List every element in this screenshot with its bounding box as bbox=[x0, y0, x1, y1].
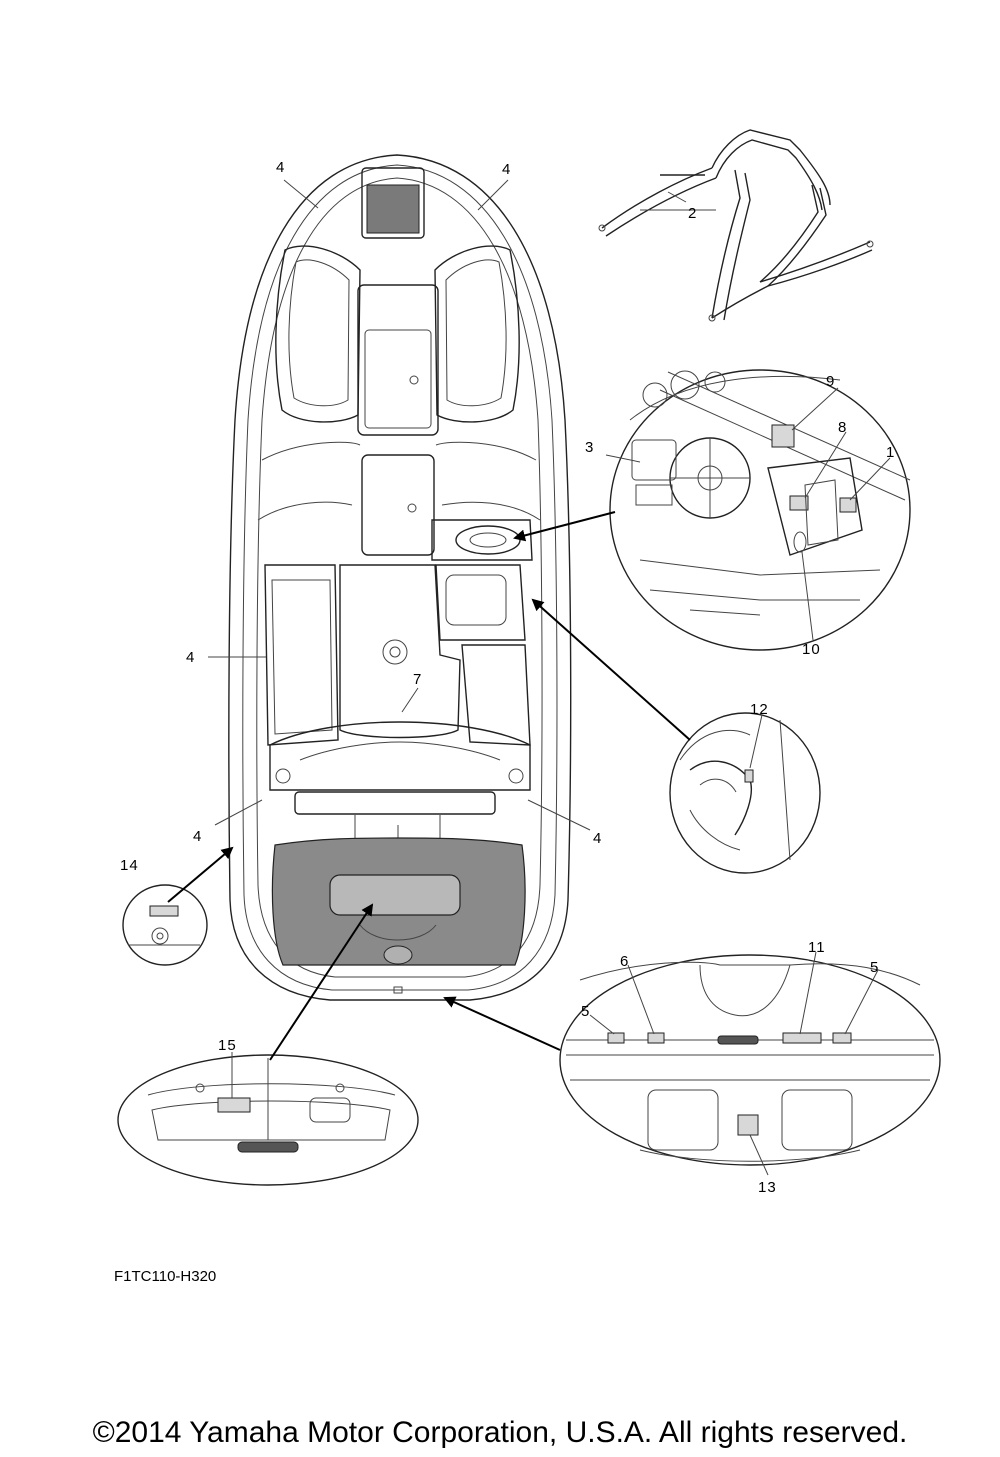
callout-6: 6 bbox=[620, 953, 629, 970]
callout-15: 15 bbox=[218, 1037, 237, 1054]
callout-4-rear-right: 4 bbox=[593, 830, 602, 847]
callout-10: 10 bbox=[802, 641, 821, 658]
side-hull-detail-view bbox=[122, 884, 208, 966]
label-9-marker bbox=[771, 424, 795, 448]
swim-platform-detail-view bbox=[117, 1054, 419, 1186]
callout-11: 11 bbox=[808, 939, 826, 956]
callout-4-bow-left: 4 bbox=[276, 159, 285, 176]
copyright-notice: ©2014 Yamaha Motor Corporation, U.S.A. A… bbox=[93, 1416, 908, 1449]
helm-detail-view bbox=[609, 369, 911, 651]
callout-5-left: 5 bbox=[581, 1003, 590, 1020]
wakeboard-tower bbox=[598, 129, 874, 322]
callout-1: 1 bbox=[886, 444, 895, 461]
callout-2: 2 bbox=[688, 205, 697, 222]
rear-seat-detail-view bbox=[669, 712, 821, 874]
callout-12: 12 bbox=[750, 701, 769, 718]
boat-hull-top-view bbox=[228, 154, 572, 1001]
callout-4-rear-left: 4 bbox=[193, 828, 202, 845]
callout-3: 3 bbox=[585, 439, 594, 456]
callout-labels: 4 4 2 3 9 8 1 10 4 7 12 4 4 14 11 6 5 5 … bbox=[120, 159, 895, 1196]
callout-4-side: 4 bbox=[186, 649, 195, 666]
callout-9: 9 bbox=[826, 373, 835, 390]
diagram-code: F1TC110-H320 bbox=[114, 1268, 216, 1285]
leader-lines bbox=[167, 179, 891, 1176]
callout-14: 14 bbox=[120, 857, 139, 874]
callout-8: 8 bbox=[838, 419, 847, 436]
callout-5-right: 5 bbox=[870, 959, 879, 976]
transom-detail-view bbox=[559, 954, 941, 1166]
callout-13: 13 bbox=[758, 1179, 777, 1196]
callout-7: 7 bbox=[413, 671, 422, 688]
callout-4-bow-right: 4 bbox=[502, 161, 511, 178]
